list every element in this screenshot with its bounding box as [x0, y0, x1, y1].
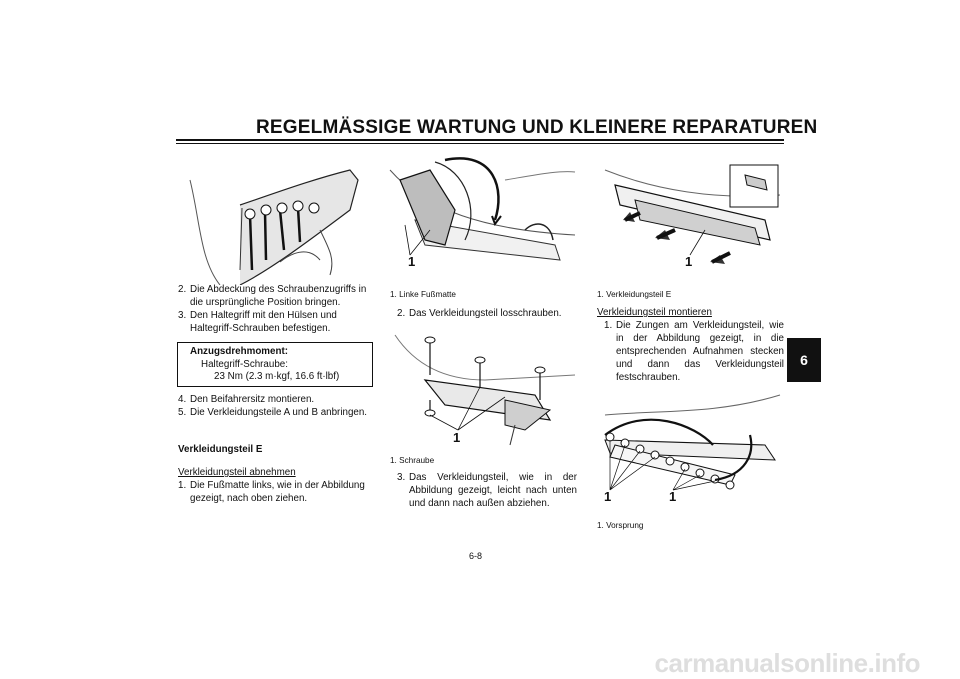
step-text: Die Zungen am Verkleidungsteil, wie in d…	[616, 320, 784, 383]
figure-caption: 1. Linke Fußmatte	[390, 290, 456, 299]
step-text: Den Beifahrersitz montieren.	[190, 394, 315, 405]
steps-group-b: 4.Den Beifahrersitz montieren. 5.Die Ver…	[178, 393, 372, 419]
figure-caption: 1. Vorsprung	[597, 521, 644, 530]
section-heading: Verkleidungsteil E	[178, 444, 263, 455]
list-item: 1.Die Zungen am Verkleidungsteil, wie in…	[604, 319, 784, 384]
step-text: Die Verkleidungsteile A und B anbringen.	[190, 407, 368, 418]
step-number: 3.	[178, 310, 187, 321]
step-number: 4.	[178, 394, 187, 405]
step-3: 3.Das Verkleidungsteil, wie in der Abbil…	[397, 471, 577, 510]
watermark: carmanualsonline.info	[654, 648, 921, 678]
callout-number: 1	[669, 489, 677, 504]
page-number: 6-8	[469, 551, 483, 561]
list-item: 2.Das Verkleidungsteil losschrauben.	[397, 307, 577, 320]
list-item: 3.Den Haltegriff mit den Hülsen und Halt…	[178, 309, 372, 335]
chapter-tab[interactable]: 6	[787, 338, 821, 382]
subheading-remove: Verkleidungsteil abnehmen	[178, 467, 296, 478]
step-text: Den Haltegriff mit den Hülsen und Halteg…	[190, 310, 337, 334]
footmat-illustration	[389, 157, 576, 261]
step-text: Das Verkleidungsteil losschrauben.	[409, 308, 562, 319]
torque-item: Haltegriff-Schraube:	[201, 358, 288, 370]
step-text: Die Abdeckung des Schraubenzugriffs in d…	[190, 284, 367, 308]
callout-number: 1	[408, 254, 416, 269]
step-number: 2.	[178, 284, 187, 295]
list-item: 2.Die Abdeckung des Schraubenzugriffs in…	[178, 283, 372, 309]
step-number: 1.	[178, 480, 187, 491]
projections-illustration	[604, 394, 781, 491]
title-rule	[176, 139, 784, 141]
figure-caption: 1. Verkleidungsteil E	[597, 290, 672, 299]
step-number: 2.	[397, 308, 406, 319]
grab-handle-illustration	[189, 169, 359, 285]
subheading-install: Verkleidungsteil montieren	[597, 307, 712, 318]
title-rule-thin	[176, 143, 784, 144]
screws-illustration	[394, 334, 576, 446]
callout-number: 1	[685, 254, 693, 269]
page-title: REGELMÄSSIGE WARTUNG UND KLEINERE REPARA…	[256, 117, 818, 138]
step-2: 2.Das Verkleidungsteil losschrauben.	[397, 307, 577, 320]
figure-caption: 1. Schraube	[390, 456, 435, 465]
list-item: 3.Das Verkleidungsteil, wie in der Abbil…	[397, 471, 577, 510]
torque-spec-box: Anzugsdrehmoment: Haltegriff-Schraube: 2…	[177, 342, 373, 387]
torque-value: 23 Nm (2.3 m·kgf, 16.6 ft·lbf)	[214, 371, 340, 382]
step-text: Das Verkleidungsteil, wie in der Abbildu…	[409, 472, 577, 509]
steps-group-a: 2.Die Abdeckung des Schraubenzugriffs in…	[178, 283, 372, 335]
callout-number: 1	[453, 430, 461, 445]
list-item: 4.Den Beifahrersitz montieren.	[178, 393, 372, 406]
step-number: 1.	[604, 320, 613, 331]
list-item: 5.Die Verkleidungsteile A und B anbringe…	[178, 406, 372, 419]
panel-e-illustration	[604, 164, 781, 264]
step-number: 5.	[178, 407, 187, 418]
list-item: 1.Die Fußmatte links, wie in der Abbildu…	[178, 479, 372, 505]
torque-heading: Anzugsdrehmoment:	[190, 346, 288, 357]
step-text: Die Fußmatte links, wie in der Abbildung…	[190, 480, 365, 504]
callout-number: 1	[604, 489, 612, 504]
steps-group-c: 1.Die Fußmatte links, wie in der Abbildu…	[178, 479, 372, 505]
step-install-1: 1.Die Zungen am Verkleidungsteil, wie in…	[604, 319, 784, 384]
step-number: 3.	[397, 472, 406, 483]
